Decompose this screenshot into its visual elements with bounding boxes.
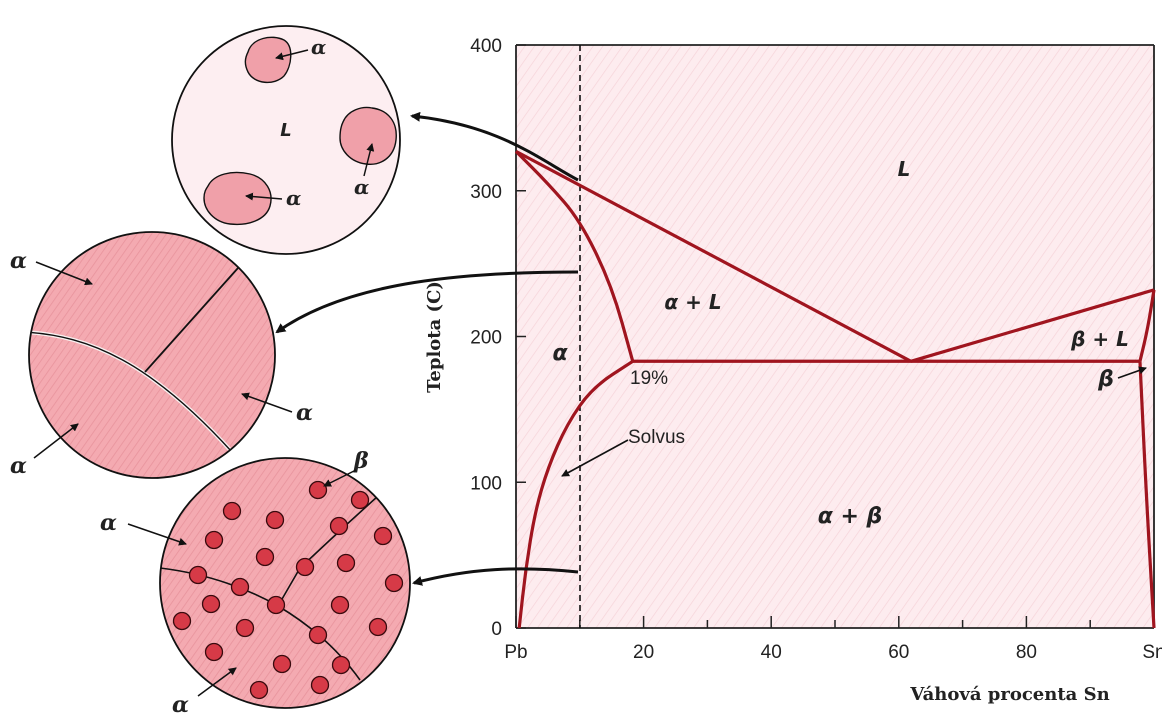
beta-particle — [308, 625, 328, 645]
beta-particle — [308, 480, 328, 500]
phase-boundary-line — [515, 149, 912, 363]
y-tick-label: 300 — [470, 182, 502, 203]
region-alpha-beta: α + β — [818, 504, 883, 529]
beta-particle — [310, 675, 330, 695]
alpha-grain — [203, 171, 272, 226]
alpha-label: α — [311, 35, 326, 59]
tick-labels: Pb 20 40 60 80 Sn 400 300 200 100 0 — [470, 36, 1162, 663]
grain-boundary — [29, 331, 233, 453]
pointer — [241, 392, 293, 413]
beta-particle — [204, 530, 224, 550]
beta-pointer — [1117, 366, 1147, 379]
micrograph-liquid: L α α α — [171, 25, 401, 255]
x-tick-label: 20 — [633, 642, 654, 663]
solvus-pointer — [561, 439, 629, 477]
y-tick-label: 100 — [470, 473, 502, 494]
alpha-label: α — [286, 186, 301, 210]
beta-particle — [204, 642, 224, 662]
x-tick-label: 60 — [888, 642, 909, 663]
pointer — [363, 143, 375, 177]
alpha-label: α — [172, 692, 189, 718]
beta-particle — [331, 655, 351, 675]
x-axis-label: Váhová procenta Sn — [909, 684, 1109, 705]
region-alpha: α — [552, 341, 568, 366]
beta-label: β — [353, 448, 369, 474]
phase-boundary-line — [514, 150, 635, 362]
y-tick-label: 0 — [491, 619, 502, 640]
alpha-grain — [339, 106, 397, 165]
beta-particle — [172, 611, 192, 631]
region-beta: β — [1097, 367, 1114, 392]
arrow-to-top-micrograph — [410, 111, 579, 182]
beta-particle — [384, 573, 404, 593]
phase-boundary-line — [1138, 289, 1156, 362]
pointer — [33, 423, 79, 459]
beta-particle — [230, 577, 250, 597]
x-tick-label: Sn — [1142, 642, 1162, 663]
alpha-label: α — [100, 510, 117, 536]
beta-particle — [295, 557, 315, 577]
alpha-label: α — [354, 175, 369, 199]
phase-boundary-line — [517, 359, 634, 629]
phase-boundary-line — [910, 288, 1155, 363]
y-axis-label: Teplota (C) — [424, 281, 445, 393]
y-tick-label: 400 — [470, 36, 502, 57]
beta-particles — [172, 480, 404, 700]
arrow-to-bottom-micrograph — [412, 567, 579, 586]
beta-particle — [249, 680, 269, 700]
beta-particle — [336, 553, 356, 573]
y-tick-label: 200 — [470, 328, 502, 349]
beta-particle — [265, 510, 285, 530]
pointer — [245, 192, 283, 201]
alpha-label: α — [10, 248, 27, 274]
beta-particle — [350, 490, 370, 510]
alpha-grain — [244, 36, 292, 83]
beta-particle — [368, 617, 388, 637]
beta-particle — [373, 526, 393, 546]
plot-background — [516, 45, 1154, 628]
alpha-label: α — [10, 453, 27, 479]
grain-boundary — [144, 267, 239, 373]
eutectic-solubility-label: 19% — [630, 368, 668, 389]
x-tick-label: 80 — [1016, 642, 1037, 663]
x-tick-label: Pb — [504, 642, 527, 663]
pointer — [323, 469, 357, 487]
beta-particle — [330, 595, 350, 615]
pointer — [275, 49, 309, 61]
pointer — [35, 261, 93, 286]
pointer — [127, 523, 187, 546]
beta-particle — [329, 516, 349, 536]
liquid-label: L — [280, 120, 291, 141]
beta-particle — [222, 501, 242, 521]
micrograph-alpha: α α α — [10, 231, 313, 479]
solvus-label: Solvus — [628, 427, 685, 448]
grain-boundary — [277, 495, 379, 607]
phase-diagram: Pb 20 40 60 80 Sn 400 300 200 100 0 Teplota (C) Vá… — [424, 36, 1162, 705]
beta-particle — [255, 547, 275, 567]
phase-boundaries — [514, 149, 1156, 629]
region-beta-liquid: β + L — [1070, 327, 1129, 351]
beta-particle — [272, 654, 292, 674]
beta-particle — [201, 594, 221, 614]
region-alpha-liquid: α + L — [664, 290, 721, 314]
pointer — [197, 667, 237, 697]
alpha-label: α — [296, 400, 313, 426]
arrow-to-middle-micrograph — [275, 270, 579, 334]
micrograph-alpha-beta: α α β — [100, 448, 411, 718]
beta-particle — [266, 595, 286, 615]
beta-particle — [235, 618, 255, 638]
beta-particle — [188, 565, 208, 585]
x-tick-label: 40 — [761, 642, 782, 663]
region-liquid: L — [898, 157, 911, 181]
